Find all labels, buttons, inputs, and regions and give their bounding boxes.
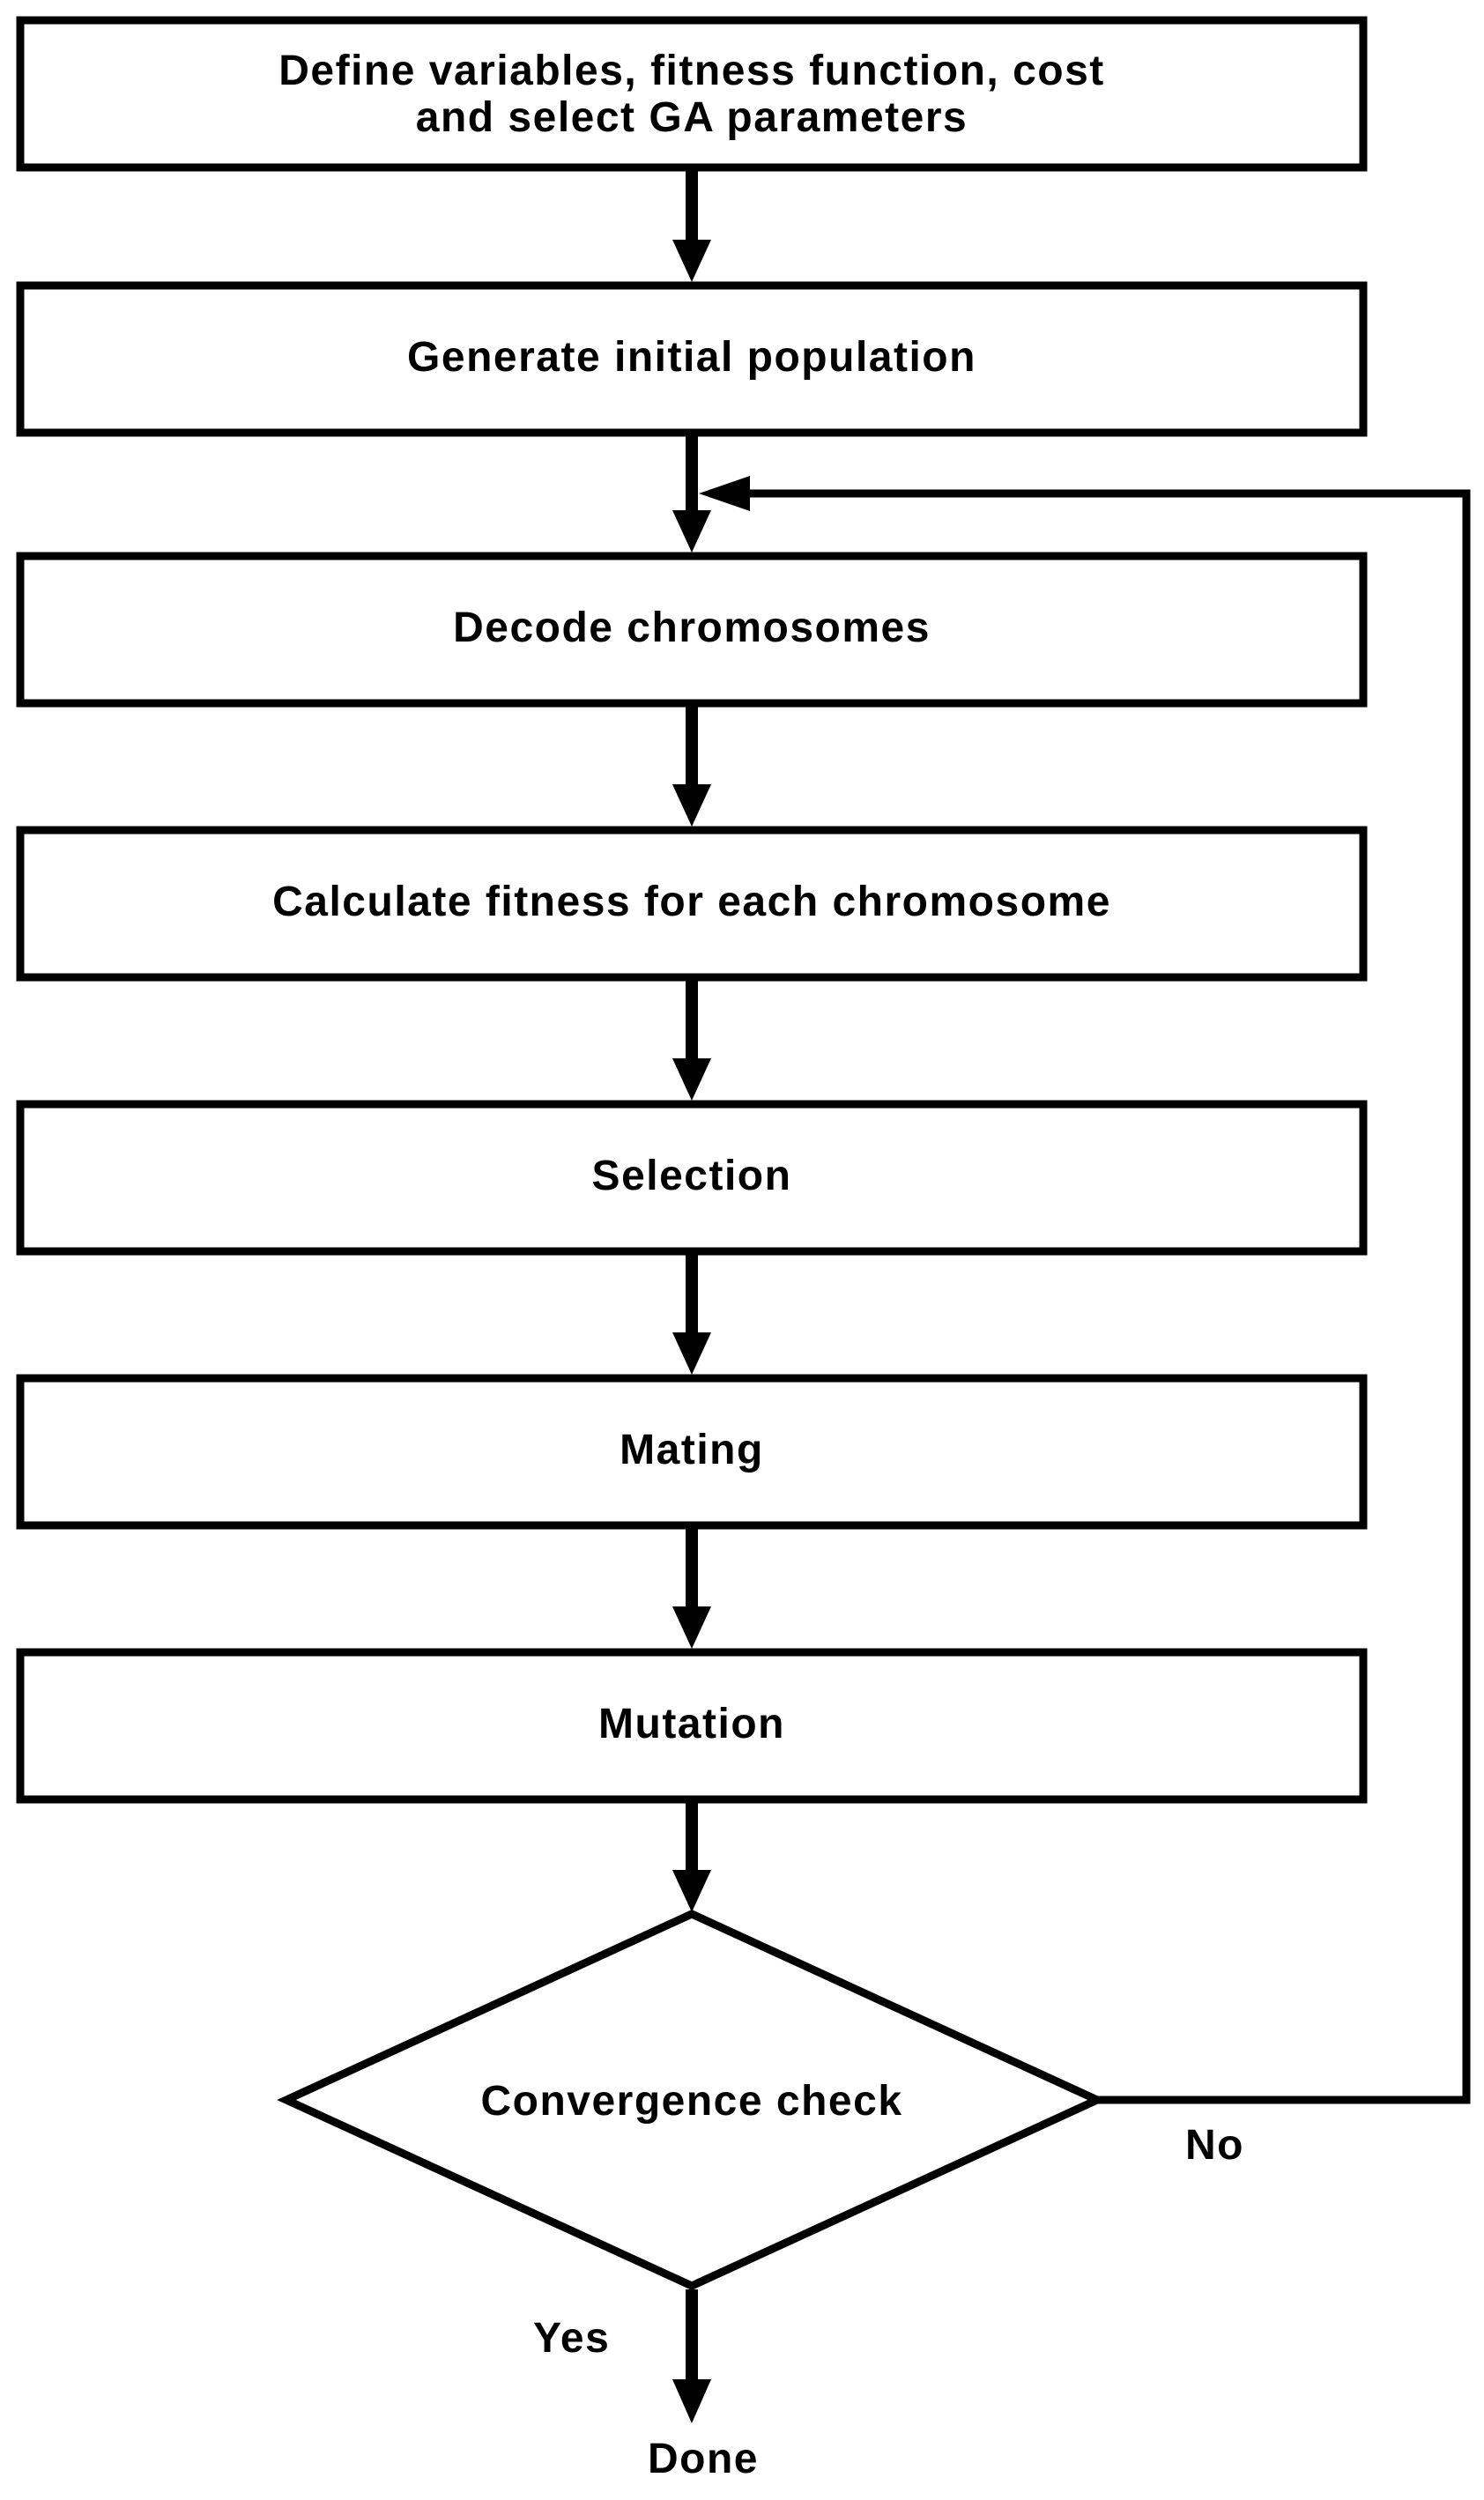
step-generate-label: Generate initial population: [407, 334, 976, 381]
step-decode-box: [16, 552, 1368, 708]
arrowhead-down-icon: [672, 1332, 711, 1375]
loop-line: [743, 489, 1471, 2104]
step-mutation-label: Mutation: [598, 1701, 785, 1747]
arrowhead-down-icon: [672, 240, 711, 282]
step-mating-box: [16, 1374, 1368, 1530]
arrowhead-down-icon: [672, 784, 711, 827]
step-generate: Generate initial population: [16, 281, 1368, 437]
no-label: No: [1185, 2122, 1244, 2169]
loop-no-branch: [699, 476, 1471, 2104]
arrowhead-down-icon: [672, 2379, 711, 2423]
connectors: [672, 171, 711, 2423]
step-mutation: Mutation: [16, 1648, 1368, 1804]
step-selection-box: [16, 1100, 1368, 1256]
step-mating: Mating: [16, 1374, 1368, 1530]
step-decode: Decode chromosomes: [16, 552, 1368, 708]
step-fitness-label: Calculate fitness for each chromosome: [272, 879, 1111, 925]
step-generate-box: [16, 281, 1368, 437]
step-selection: Selection: [16, 1100, 1368, 1256]
step-selection-label: Selection: [592, 1153, 792, 1199]
step-define-label-line1: Define variables, fitness function, cost: [278, 48, 1105, 94]
arrowhead-down-icon: [672, 1606, 711, 1649]
step-mutation-box: [16, 1648, 1368, 1804]
arrowhead-left-icon: [699, 476, 750, 511]
done-label: Done: [648, 2436, 759, 2482]
step-define: Define variables, fitness function, cost…: [16, 16, 1368, 172]
step-define-label-line2: and select GA parameters: [416, 94, 968, 141]
step-fitness: Calculate fitness for each chromosome: [16, 826, 1368, 982]
step-fitness-box: [16, 826, 1368, 982]
step-mating-label: Mating: [620, 1427, 764, 1473]
decision-label: Convergence check: [480, 2078, 902, 2125]
step-define-box: [16, 16, 1368, 172]
arrowhead-down-icon: [672, 1058, 711, 1101]
decision-diamond: [277, 1910, 1107, 2290]
step-decode-label: Decode chromosomes: [453, 605, 931, 651]
arrowhead-down-icon: [672, 510, 711, 553]
yes-label: Yes: [533, 2315, 610, 2362]
arrowhead-down-icon: [672, 1870, 711, 1912]
decision-convergence: Convergence check: [277, 1910, 1107, 2290]
